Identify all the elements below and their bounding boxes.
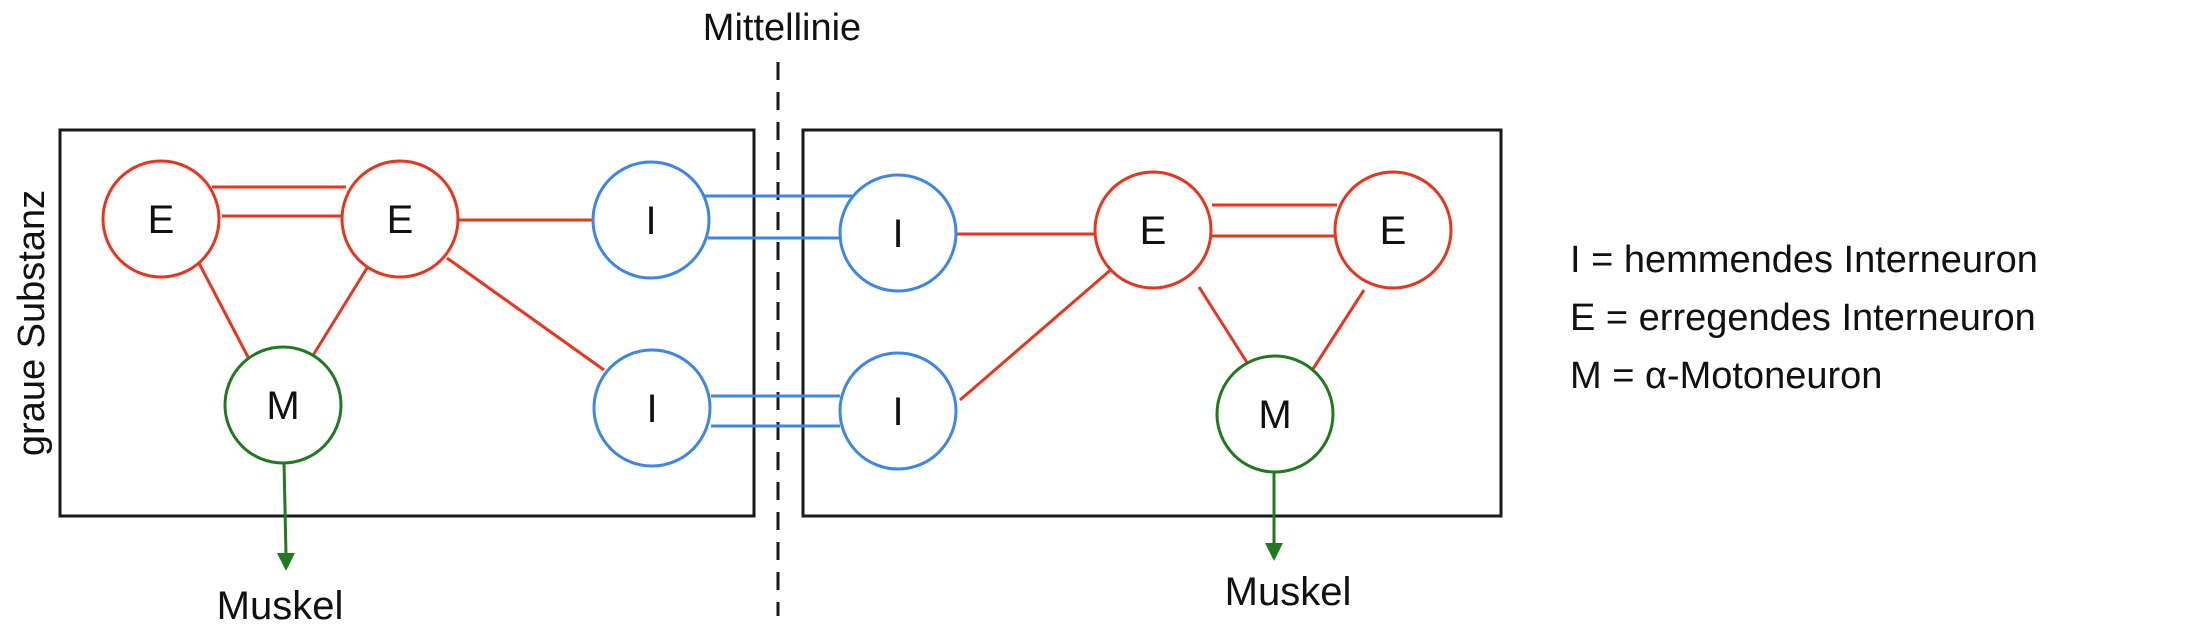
left-gray-matter-box [58,128,756,518]
left-e1-node: E [101,159,221,279]
right-e1-label: E [1140,209,1167,253]
right-m-label: M [1258,393,1291,437]
right-excitatory-connections [957,203,1366,402]
right-i-top-label: I [892,212,903,256]
right-muscle-arrow [1265,473,1283,561]
right-gray-matter-box [801,128,1503,518]
right-e1-m-connection [1197,286,1250,365]
left-i-top-label: I [645,199,656,243]
right-e1-node: E [1093,170,1213,290]
left-excitatory-connections [187,185,605,372]
left-e2-label: E [387,198,414,242]
right-e2-node: E [1333,170,1453,290]
right-arrow-head [1265,543,1283,561]
muscle-label-left: Muskel [217,584,344,628]
crossing-inhibitory-connections [703,194,852,428]
muscle-label-right: Muskel [1225,570,1352,614]
right-e2-label: E [1380,209,1407,253]
left-arrow-head [277,553,295,571]
right-i-bottom-e1-connection [959,265,1115,402]
left-i-bottom-label: I [646,387,657,431]
legend-item-motoneuron: M = α-Motoneuron [1570,355,1882,397]
right-e2-m-connection [1309,289,1366,373]
left-muscle-arrow [277,461,295,571]
left-e1-label: E [148,198,175,242]
right-i-bottom-label: I [892,390,903,434]
right-i-top-node: I [838,173,958,293]
legend: I = hemmendes Interneuron E = erregendes… [1570,239,2038,397]
left-i-bottom-node: I [592,348,712,468]
left-e2-node: E [340,159,460,279]
midline-label: Mittellinie [703,7,861,49]
left-i-top-node: I [591,160,711,280]
gray-matter-label: graue Substanz [11,190,53,456]
left-m-label: M [266,384,299,428]
legend-item-inhibitory: I = hemmendes Interneuron [1570,239,2038,281]
right-i-bottom-node: I [838,351,958,471]
right-m-node: M [1215,354,1335,474]
left-e2-m-connection [310,267,369,358]
left-m-node: M [223,345,343,465]
left-e2-i-bottom-connection [446,256,605,372]
legend-item-excitatory: E = erregendes Interneuron [1570,297,2036,339]
